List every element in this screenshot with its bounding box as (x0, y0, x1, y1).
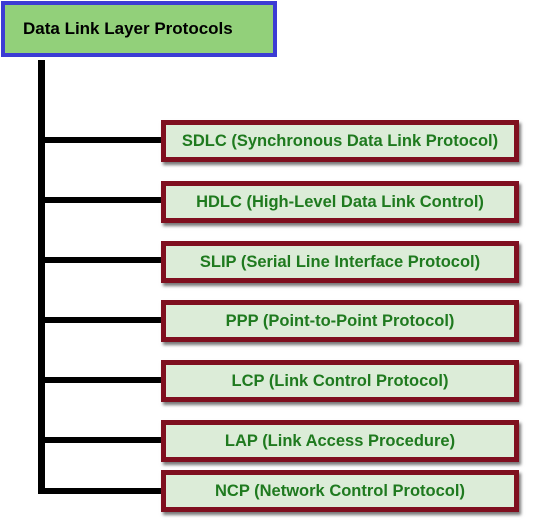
branch-line-ncp (38, 488, 162, 494)
branch-line-slip (38, 257, 162, 263)
protocol-label: LCP (Link Control Protocol) (231, 371, 449, 390)
protocol-label: HDLC (High-Level Data Link Control) (196, 192, 484, 211)
protocol-label: SLIP (Serial Line Interface Protocol) (199, 252, 481, 271)
protocol-node-sdlc: SDLC (Synchronous Data Link Protocol) (161, 120, 519, 162)
branch-line-hdlc (38, 197, 162, 203)
tree-trunk-line (38, 60, 45, 494)
branch-line-ppp (38, 317, 162, 323)
protocol-label: SDLC (Synchronous Data Link Protocol) (181, 131, 499, 150)
protocol-node-lcp: LCP (Link Control Protocol) (161, 360, 519, 402)
protocol-label: PPP (Point-to-Point Protocol) (225, 311, 455, 330)
root-label: Data Link Layer Protocols (23, 19, 233, 38)
branch-line-sdlc (38, 137, 162, 143)
protocol-node-ppp: PPP (Point-to-Point Protocol) (161, 300, 519, 342)
protocol-label: NCP (Network Control Protocol) (215, 481, 465, 500)
protocol-node-slip: SLIP (Serial Line Interface Protocol) (161, 241, 519, 283)
branch-line-lap (38, 437, 162, 443)
branch-line-lcp (38, 377, 162, 383)
protocol-node-hdlc: HDLC (High-Level Data Link Control) (161, 181, 519, 223)
protocol-node-lap: LAP (Link Access Procedure) (161, 420, 519, 462)
protocol-node-ncp: NCP (Network Control Protocol) (161, 470, 519, 512)
root-node: Data Link Layer Protocols (1, 1, 277, 57)
protocol-label: LAP (Link Access Procedure) (224, 431, 456, 450)
